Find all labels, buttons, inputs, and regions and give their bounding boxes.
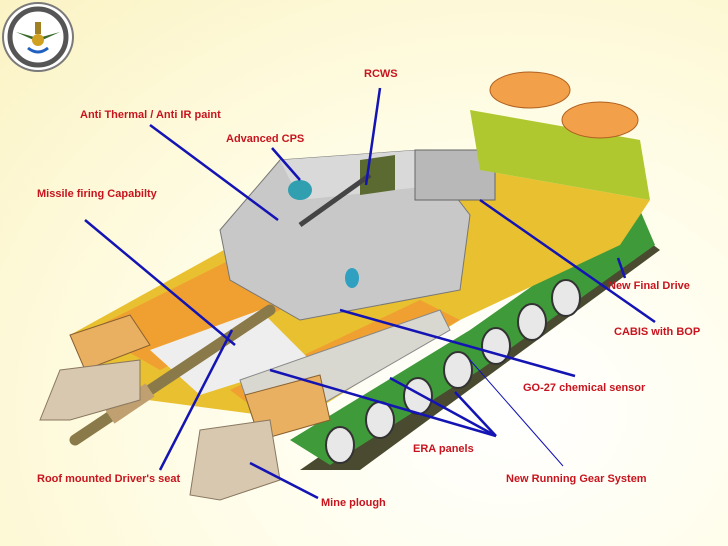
label-driver-seat: Roof mounted Driver's seat: [37, 473, 181, 485]
label-new-final-drive: New Final Drive: [608, 280, 690, 292]
label-advanced-cps: Advanced CPS: [226, 133, 305, 145]
label-anti-thermal-paint: Anti Thermal / Anti IR paint: [80, 109, 221, 121]
front-left-mudguard: [69, 314, 151, 371]
fuel-drum: [561, 101, 639, 139]
label-mine-plough: Mine plough: [321, 497, 386, 509]
mine-plough: [39, 359, 281, 501]
pointer-lines: [84, 87, 656, 500]
glacis-plate: [150, 310, 310, 395]
label-go27-sensor: GO-27 chemical sensor: [523, 382, 646, 394]
road-wheels: [325, 279, 581, 464]
label-cabis-with-bop: CABIS with BOP: [614, 326, 701, 338]
rear-basket: [470, 110, 650, 200]
main-gun: [69, 304, 276, 446]
fuel-drum: [489, 71, 571, 109]
label-running-gear: New Running Gear System: [506, 473, 647, 485]
cps-sight: [288, 180, 312, 200]
drdo-logo: [2, 2, 74, 72]
rcws-mount: [360, 155, 395, 195]
label-rcws: RCWS: [364, 68, 398, 80]
turret: [219, 149, 471, 321]
label-missile-firing: Missile firing Capabilty: [37, 188, 157, 200]
label-era-panels: ERA panels: [413, 443, 474, 455]
